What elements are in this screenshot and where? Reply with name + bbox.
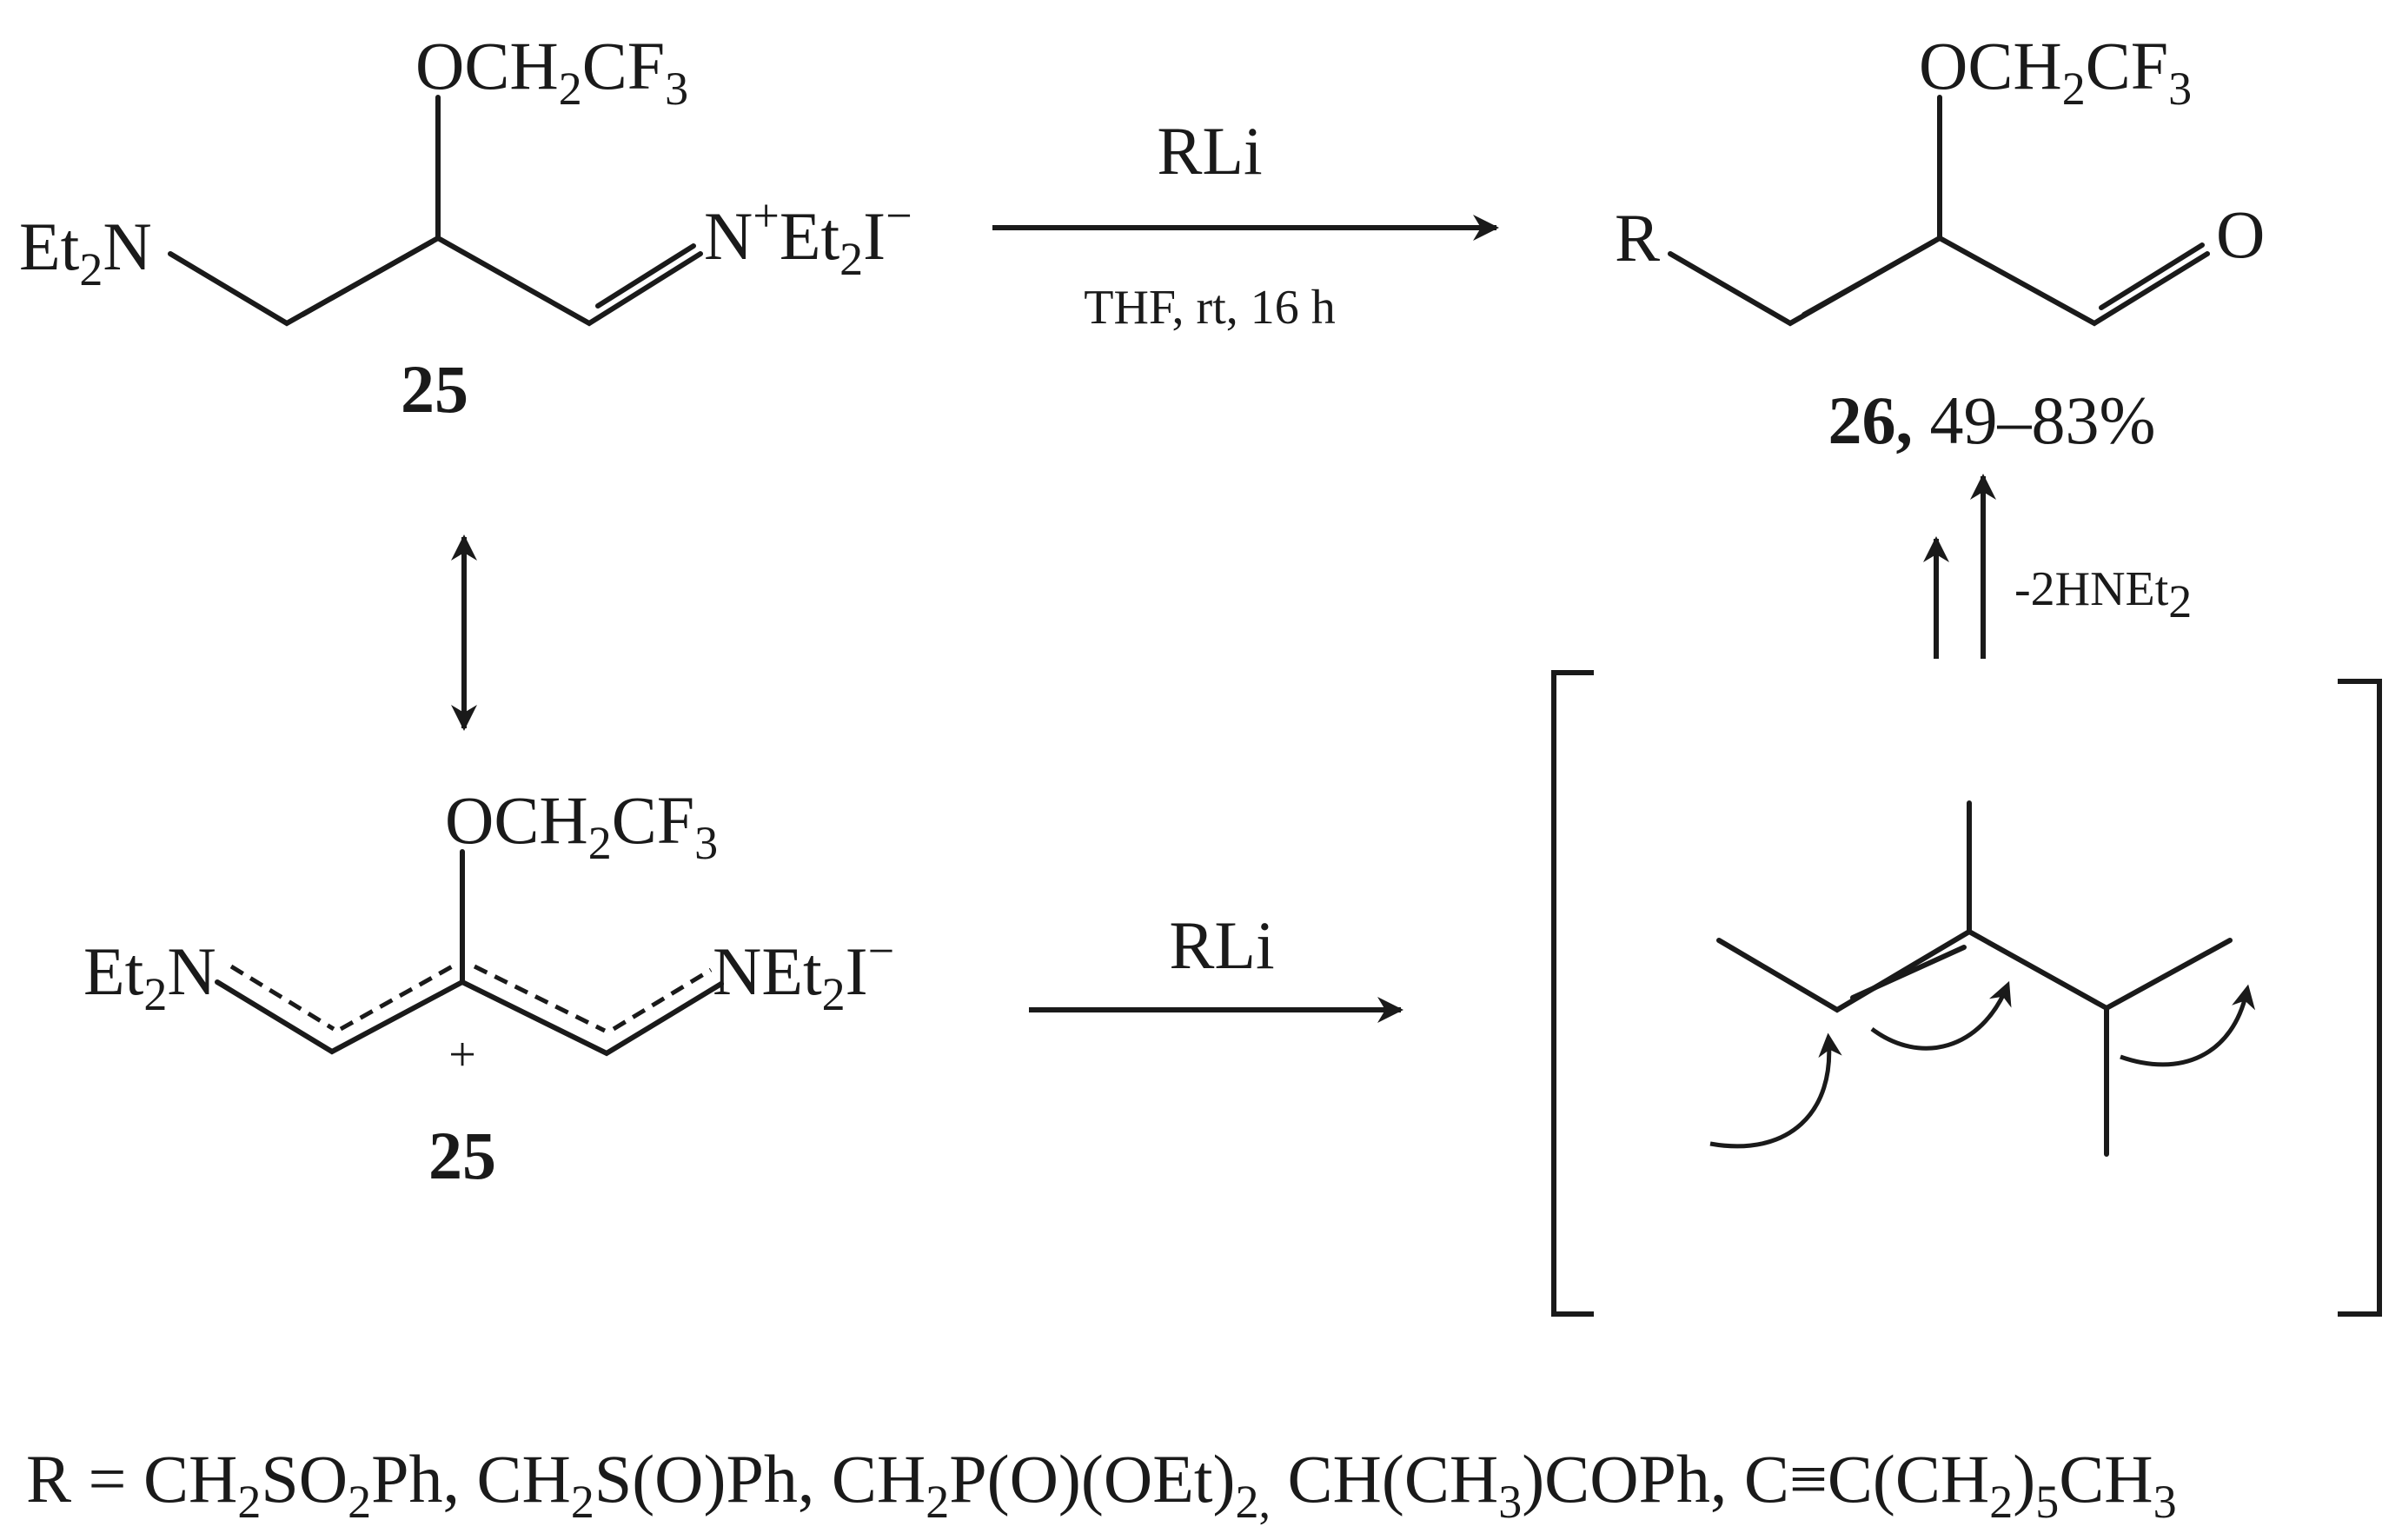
curved-arrow-double-bond-shift [1870,980,2012,1051]
curved-arrow-water-attack [1709,1032,1842,1149]
skeleton-bonds [1668,95,2210,327]
ethereal-substituent: OCH2CF3 [1919,28,2192,115]
ethereal-substituent: OCH2CF3 [415,28,688,115]
ethereal-substituent: OCH2CF3 [445,782,718,869]
elimination-label: -2HNEt2 [2014,562,2192,627]
carbonyl-double-bond [2099,242,2205,310]
skeleton-bonds [215,849,724,1057]
bracket-left [1551,670,1594,1317]
compound-26: OCH2CF3 R O 26, 49–83% [1615,28,2265,458]
reaction-arrow-top: RLi THF, rt, 16 h [992,113,1499,335]
diethylamino-group: Et2N [19,209,152,295]
reagent-label: RLi [1169,907,1274,983]
positive-charge: + [448,1028,476,1082]
delocalization-dashes [229,962,713,1033]
compound-25-top: OCH2CF3 Et2N N+Et2I− 25 [19,28,912,427]
double-bond-inner-left [300,239,435,317]
carbonyl-oxygen: O [2216,196,2265,272]
double-bond-inner [1850,945,1967,1000]
reaction-arrow-bottom: RLi [1029,907,1403,1023]
compound-label: 25 [428,1118,496,1193]
compound-25-bottom: OCH2CF3 Et2N NEt2I− + 25 [83,782,894,1193]
compound-label: 25 [401,351,468,427]
elimination-arrows: -2HNEt2 [1923,474,2192,659]
double-bond-inner-left [1802,239,1936,317]
diethylamino-group: Et2N [83,933,216,1020]
double-bond-inner-right [595,243,696,309]
curved-arrow-amine-leaving [2120,984,2256,1067]
diethylamino-iodide-group: NEt2I− [713,925,894,1020]
bracket-right [2338,679,2382,1317]
intermediate-a [1551,670,2382,1317]
conditions-label: THF, rt, 16 h [1084,281,1336,335]
r-group-definition: R = CH2SO2Ph, CH2S(O)Ph, CH2P(O)(OEt)2, … [26,1441,2177,1528]
skeleton-bonds [1716,800,2233,1157]
reagent-label: RLi [1157,113,1262,189]
compound-label: 26, 49–83% [1828,382,2156,458]
skeleton-bonds [168,95,703,327]
r-group: R [1615,200,1660,275]
iminium-group: N+Et2I− [704,189,912,285]
